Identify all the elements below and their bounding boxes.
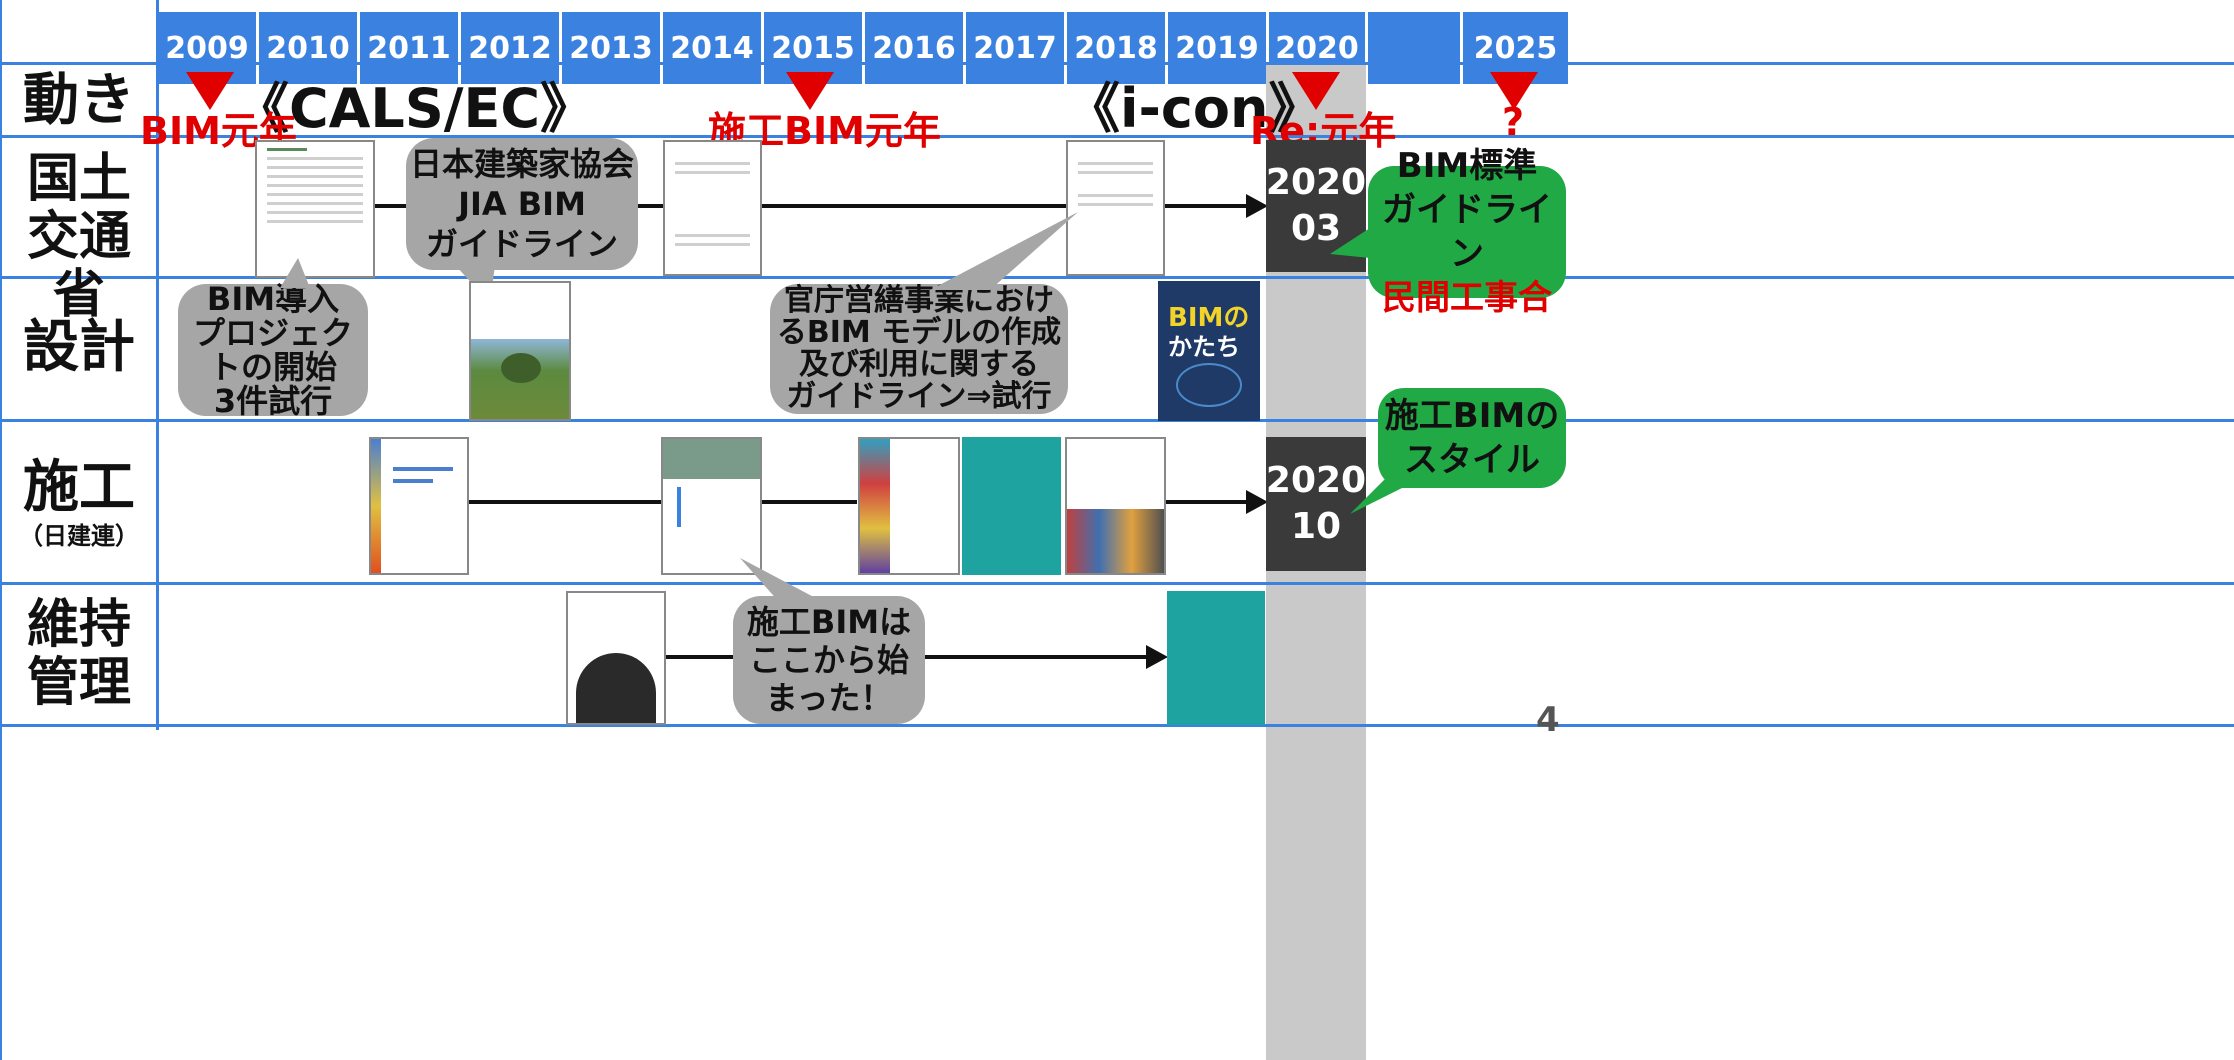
mlit-flow-line — [1160, 204, 1250, 208]
row-divider — [0, 276, 2234, 279]
callout-line: BIM標準 — [1396, 146, 1538, 186]
page-number: 4 — [1536, 700, 1560, 740]
callout-line: 官庁営繕事業におけ — [784, 283, 1054, 318]
marker-2020 — [1292, 72, 1340, 110]
callout-line: 施工BIMは — [746, 603, 912, 641]
marker-2009 — [186, 72, 234, 110]
row-label-movement: 動き — [23, 68, 135, 133]
mlit-flow-line — [757, 204, 1067, 208]
callout-line: BIM導入 — [206, 280, 340, 318]
year-2015: 2015 — [764, 12, 862, 84]
row-divider — [0, 135, 2234, 138]
maintenance-arrowhead — [1146, 645, 1168, 669]
row-label-mlit: 国土交通省 — [0, 150, 158, 324]
jia-bim-guideline-callout: 日本建築家協会 JIA BIM ガイドライン — [406, 138, 638, 270]
year-2019: 2019 — [1168, 12, 1266, 84]
left-border — [0, 0, 2, 1060]
cals-ec-label: 《CALS/EC》 — [235, 77, 594, 140]
year-2013: 2013 — [562, 12, 660, 84]
year-2017: 2017 — [966, 12, 1064, 84]
mlit-document-2010 — [255, 140, 375, 278]
bim-standard-guideline-callout: BIM標準 ガイドライン 民間工事合 — [1368, 146, 1566, 318]
year-blank — [1368, 12, 1460, 84]
callout-line: ガイドライン — [425, 225, 618, 263]
year-2011: 2011 — [360, 12, 458, 84]
construction-bim-style-callout: 施工BIMの スタイル — [1378, 388, 1566, 488]
callout-line: ガイドライン — [1382, 190, 1552, 274]
construction-flow-line — [465, 500, 665, 504]
marker-2025 — [1490, 72, 1538, 110]
row-divider — [0, 582, 2234, 585]
private-work-label: 民間工事合 — [1382, 278, 1552, 318]
callout-line: るBIM モデルの作成 — [776, 315, 1062, 350]
callout-line: JIA BIM — [458, 185, 586, 223]
mlit-label-text: 国土交通省 — [26, 149, 131, 325]
gov-bim-guideline-callout: 官庁営繕事業におけ るBIM モデルの作成 及び利用に関する ガイドライン⇒試行 — [770, 284, 1068, 414]
construction-bim-style-2018 — [1065, 437, 1166, 575]
question-mark: ? — [1502, 100, 1525, 144]
bim-no-katachi-book: BIMの かたち — [1158, 281, 1260, 421]
callout-line: プロジェク — [192, 314, 353, 352]
year-2018: 2018 — [1067, 12, 1165, 84]
callout-line: トの開始 — [208, 348, 337, 386]
marker-2015 — [786, 72, 834, 110]
row-label-construction: 施工 （日建連） — [0, 455, 158, 551]
milestone-month: 10 — [1290, 506, 1342, 547]
construction-flow-line — [757, 500, 857, 504]
callout-line: 及び利用に関する — [799, 347, 1039, 382]
row-divider — [0, 724, 2234, 727]
callout-line: まった！ — [765, 679, 893, 717]
row-label-design: 設計 — [23, 315, 135, 380]
construction-label-sub: （日建連） — [19, 522, 139, 550]
construction-2020-10-milestone: 2020 10 — [1266, 437, 1366, 571]
construction-arrowhead — [1246, 490, 1268, 514]
facility-management-bim-guideline — [1167, 591, 1265, 725]
bim-intro-pointer — [280, 258, 310, 288]
gov-guideline-pointer — [930, 212, 1078, 290]
bim-intro-project-callout: BIM導入 プロジェク トの開始 3件試行 — [178, 280, 368, 420]
year-2012: 2012 — [461, 12, 559, 84]
construction-bim-started-here-callout: 施工BIMは ここから始 まった！ — [733, 596, 925, 724]
row-divider — [0, 62, 2234, 65]
mlit-document-2018 — [1066, 140, 1165, 276]
milestone-year: 2020 — [1265, 460, 1367, 501]
callout-line: ガイドライン⇒試行 — [786, 379, 1052, 414]
construction-style-pointer — [1350, 478, 1422, 514]
facility-manager-bim-book — [566, 591, 666, 725]
design-document-2012 — [469, 281, 571, 421]
callout-line: スタイル — [1404, 440, 1540, 480]
construction-bim-style-2014 — [661, 437, 762, 575]
bim-standard-pointer — [1330, 228, 1370, 258]
mlit-arrowhead — [1246, 194, 1268, 218]
year-2025: 2025 — [1463, 12, 1568, 84]
construction-label-text: 施工 — [23, 455, 135, 520]
construction-bim-susume-2017 — [962, 437, 1061, 575]
construction-flow-line — [1160, 500, 1250, 504]
year-2016: 2016 — [865, 12, 963, 84]
row-label-maintenance: 維持管理 — [0, 596, 158, 712]
maintenance-flow-line — [661, 655, 741, 659]
maintenance-flow-line — [923, 655, 1148, 659]
mlit-document-2014 — [663, 140, 762, 276]
started-here-pointer — [740, 558, 825, 603]
maintenance-label-text: 維持管理 — [26, 595, 131, 713]
row-divider — [0, 419, 2234, 422]
label-column-divider — [156, 0, 159, 730]
callout-line: 3件試行 — [213, 382, 333, 420]
year-2010: 2010 — [259, 12, 357, 84]
callout-line: ここから始 — [748, 641, 909, 679]
year-2014: 2014 — [663, 12, 761, 84]
icon-label: 《i-con》 — [1066, 77, 1323, 140]
milestone-year: 2020 — [1265, 162, 1367, 203]
callout-line: 日本建築家協会 — [409, 145, 634, 183]
construction-bim-style-2016 — [858, 437, 960, 575]
milestone-month: 03 — [1290, 208, 1342, 249]
callout-line: 施工BIMの — [1384, 396, 1560, 436]
construction-document-2011 — [369, 437, 469, 575]
